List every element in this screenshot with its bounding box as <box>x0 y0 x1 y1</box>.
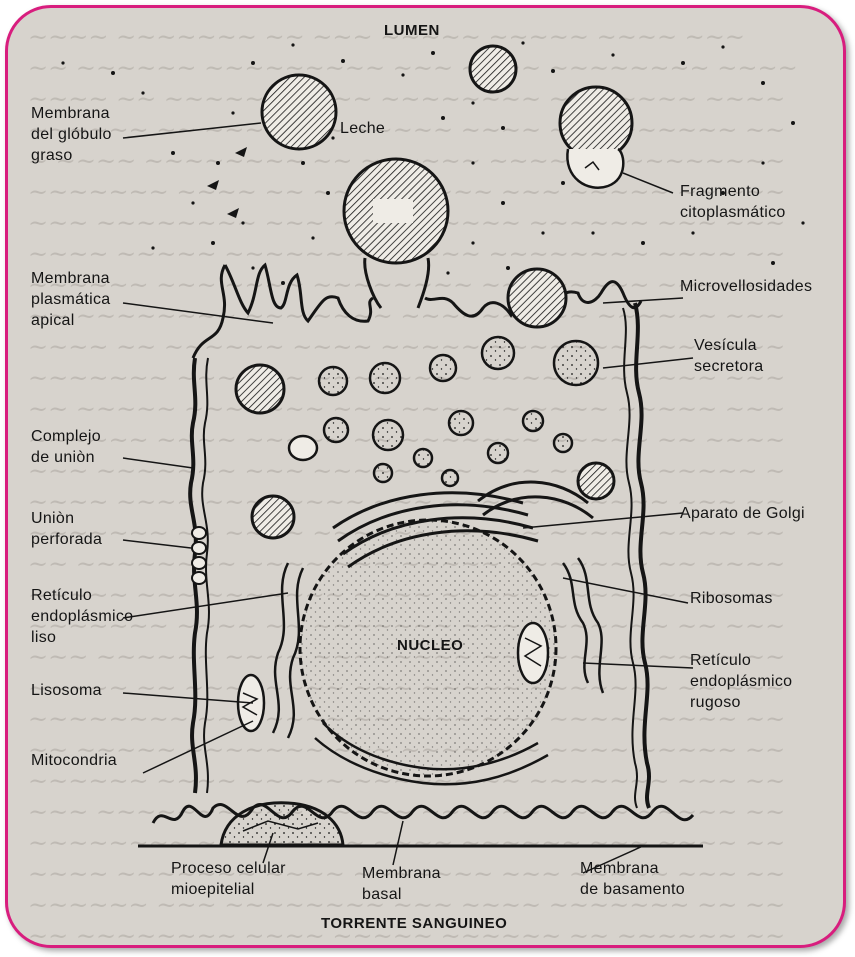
lumen-title: LUMEN <box>384 20 440 41</box>
mammary-cell-illustration <box>8 8 846 948</box>
apical-globule <box>508 269 566 327</box>
label-microvilli: Microvellosidades <box>680 276 812 297</box>
fat-globule-small <box>470 46 516 92</box>
right-lateral-membrane <box>635 303 649 808</box>
bloodstream-title: TORRENTE SANGUINEO <box>321 913 507 934</box>
nucleus-label: NUCLEO <box>397 635 463 656</box>
diagram-frame: ~~~~ ~~~~~~~ ~~ ~~~ ~~~~~ ~~~~~ ~~~~ ~~~… <box>5 5 846 948</box>
label-mitochondria: Mitocondria <box>31 750 117 771</box>
milk-label: Leche <box>340 118 385 139</box>
right-lateral-membrane-inner <box>623 308 637 808</box>
label-ribosomes: Ribosomas <box>690 588 773 609</box>
label-lysosome: Lisosoma <box>31 680 102 701</box>
secretory-vesicles <box>319 337 598 486</box>
fat-globule-large <box>262 75 336 149</box>
fat-globule-budding <box>344 159 448 308</box>
myoepithelial-process <box>221 803 343 845</box>
label-golgi-apparatus: Aparato de Golgi <box>680 503 805 524</box>
arrow-markers <box>207 147 247 218</box>
fat-globule-with-fragment <box>560 87 632 188</box>
